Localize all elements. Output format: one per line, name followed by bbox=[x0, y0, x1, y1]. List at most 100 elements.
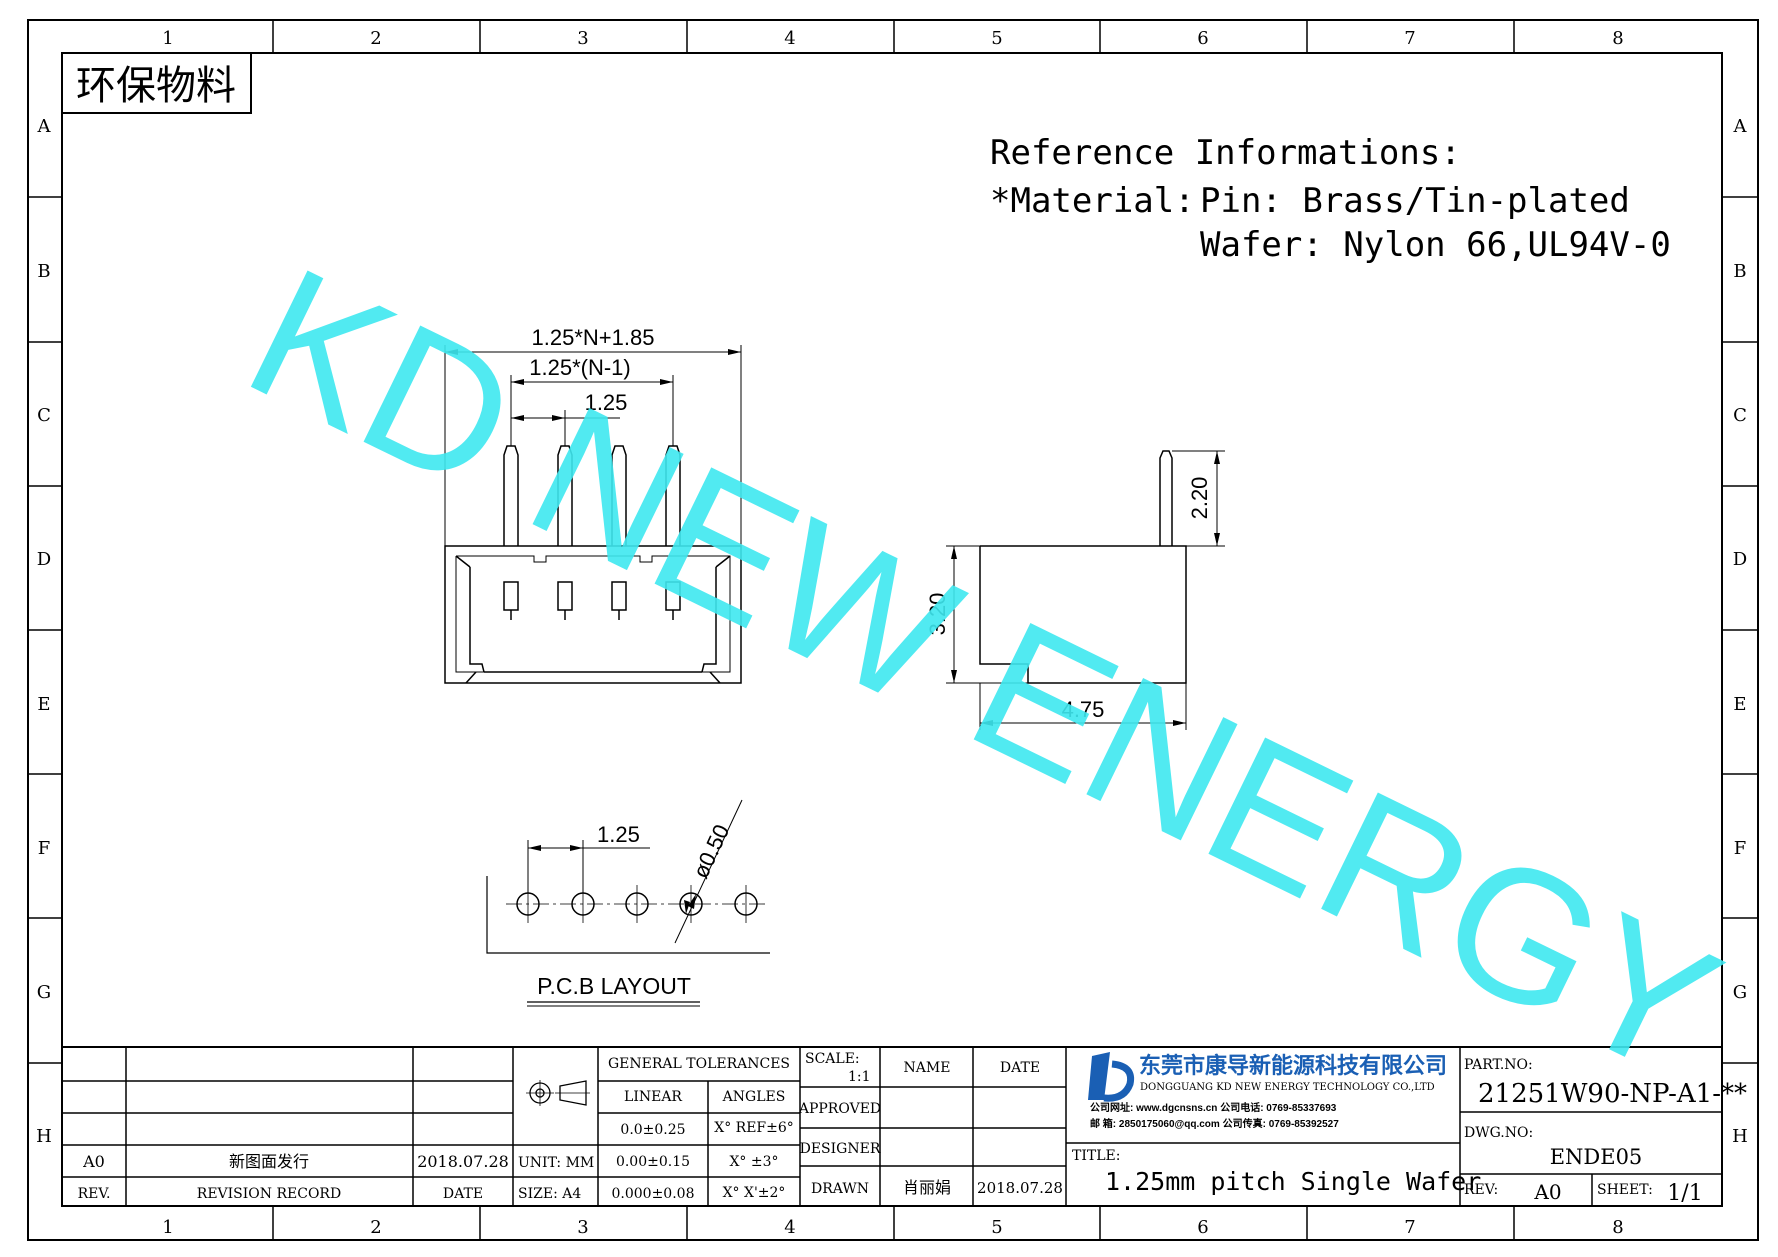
rev-label: REV: bbox=[1464, 1182, 1498, 1198]
zone-col-7-bottom: 7 bbox=[1404, 1217, 1415, 1238]
tol-angle-1: X° REF±6° bbox=[714, 1120, 794, 1136]
company-info: 东莞市康导新能源科技有限公司 DONGGUANG KD NEW ENERGY T… bbox=[1090, 1053, 1447, 1130]
zone-row-a-right: A bbox=[1733, 116, 1748, 137]
zone-dividers bbox=[28, 20, 1758, 1240]
rev-date: 2018.07.28 bbox=[417, 1152, 509, 1171]
zone-row-b: B bbox=[37, 261, 50, 282]
zone-col-4: 4 bbox=[784, 28, 795, 49]
company-name-en: DONGGUANG KD NEW ENERGY TECHNOLOGY CO.,L… bbox=[1140, 1082, 1435, 1093]
pcb-dims: 1.25 ø0.50 bbox=[597, 821, 734, 883]
drawn-name: 肖丽娟 bbox=[903, 1178, 951, 1197]
approvals: SCALE: 1:1 NAME DATE APPROVED DESIGNER D… bbox=[798, 1051, 1063, 1197]
zone-row-c-right: C bbox=[1733, 405, 1747, 426]
linear-header: LINEAR bbox=[624, 1089, 682, 1105]
title-block-grid bbox=[62, 1046, 1722, 1206]
size-label: SIZE: A4 bbox=[518, 1186, 581, 1202]
side-pin bbox=[1159, 450, 1173, 546]
revision-table: A0 新图面发行 2018.07.28 REV. REVISION RECORD… bbox=[78, 1152, 509, 1202]
dim-body-height: 3.20 bbox=[925, 593, 950, 636]
zone-labels: 1 2 3 4 5 6 7 8 1 2 3 4 5 6 7 8 A B C D … bbox=[36, 28, 1748, 1238]
name-header: NAME bbox=[904, 1060, 951, 1076]
zone-row-f-right: F bbox=[1734, 838, 1747, 859]
zone-col-3: 3 bbox=[577, 28, 588, 49]
approved-label: APPROVED bbox=[798, 1101, 881, 1117]
rev-date-header: DATE bbox=[443, 1186, 483, 1202]
zone-row-e: E bbox=[37, 694, 50, 715]
zone-row-a: A bbox=[37, 116, 52, 137]
front-housing bbox=[444, 545, 742, 684]
zone-row-c: C bbox=[37, 405, 51, 426]
zone-row-f: F bbox=[38, 838, 51, 859]
zone-row-g-right: G bbox=[1733, 982, 1747, 1003]
zone-col-1: 1 bbox=[162, 28, 173, 49]
tol-angle-3: X° X'±2° bbox=[723, 1185, 786, 1201]
company-logo bbox=[1088, 1052, 1135, 1102]
material-label: *Material: bbox=[990, 181, 1195, 221]
drawn-label: DRAWN bbox=[811, 1181, 869, 1197]
eco-stamp: 环保物料 bbox=[76, 63, 236, 109]
tolerances: GENERAL TOLERANCES LINEAR ANGLES 0.0±0.2… bbox=[608, 1056, 794, 1202]
zone-row-d-right: D bbox=[1733, 549, 1747, 570]
dim-pitch-n1: 1.25*(N-1) bbox=[529, 355, 630, 380]
dwg-no-label: DWG.NO: bbox=[1464, 1125, 1533, 1141]
side-arrows bbox=[951, 451, 1220, 726]
dim-body-depth: 4.75 bbox=[1062, 697, 1105, 722]
zone-col-7: 7 bbox=[1404, 28, 1415, 49]
pcb-layout-label: P.C.B LAYOUT bbox=[537, 973, 691, 999]
scale-label: SCALE: bbox=[805, 1051, 860, 1067]
material-pin: Pin: Brass/Tin-plated bbox=[1200, 181, 1630, 221]
date-header: DATE bbox=[1000, 1060, 1040, 1076]
zone-col-2-bottom: 2 bbox=[370, 1217, 381, 1238]
rev-value: A0 bbox=[1533, 1180, 1561, 1204]
pcb-arrows bbox=[528, 845, 696, 914]
zone-col-4-bottom: 4 bbox=[784, 1217, 795, 1238]
dwg-no: ENDE05 bbox=[1550, 1145, 1643, 1169]
general-tolerances-header: GENERAL TOLERANCES bbox=[608, 1056, 790, 1072]
material-wafer: Wafer: Nylon 66,UL94V-0 bbox=[1200, 225, 1671, 265]
watermark: KD NEW ENERGY bbox=[219, 227, 1747, 1116]
zone-row-h: H bbox=[36, 1126, 52, 1147]
dim-pin-height: 2.20 bbox=[1187, 477, 1212, 520]
zone-row-g: G bbox=[37, 982, 51, 1003]
zone-col-3-bottom: 3 bbox=[577, 1217, 588, 1238]
company-mail: 邮 箱: 2850175060@qq.com 公司传真: 0769-853925… bbox=[1090, 1117, 1339, 1130]
scale-value: 1:1 bbox=[848, 1069, 871, 1085]
reference-heading: Reference Informations: bbox=[990, 133, 1461, 173]
company-web: 公司网址: www.dgcnsns.cn 公司电话: 0769-85337693 bbox=[1090, 1101, 1337, 1114]
drawn-date: 2018.07.28 bbox=[977, 1179, 1063, 1197]
zone-row-h-right: H bbox=[1732, 1126, 1748, 1147]
zone-row-d: D bbox=[37, 549, 51, 570]
tol-linear-2: 0.00±0.15 bbox=[616, 1154, 690, 1170]
zone-col-6-bottom: 6 bbox=[1197, 1217, 1208, 1238]
title-label: TITLE: bbox=[1072, 1148, 1120, 1164]
front-dims: 1.25*N+1.85 1.25*(N-1) 1.25 bbox=[529, 325, 654, 415]
reference-info: Reference Informations: *Material: Pin: … bbox=[990, 133, 1671, 265]
unit-label: UNIT: MM bbox=[518, 1155, 594, 1171]
rev-header: REV. bbox=[78, 1186, 111, 1202]
zone-col-5-bottom: 5 bbox=[991, 1217, 1002, 1238]
zone-row-e-right: E bbox=[1733, 694, 1746, 715]
front-view bbox=[444, 345, 742, 684]
part-no-label: PART.NO: bbox=[1464, 1057, 1533, 1073]
dim-overall: 1.25*N+1.85 bbox=[532, 325, 655, 350]
designer-label: DESIGNER bbox=[800, 1141, 881, 1157]
zone-row-b-right: B bbox=[1733, 261, 1746, 282]
part-no: 21251W90-NP-A1-** bbox=[1478, 1079, 1747, 1109]
tol-linear-1: 0.0±0.25 bbox=[620, 1122, 685, 1138]
dim-pitch: 1.25 bbox=[585, 390, 628, 415]
zone-col-8-bottom: 8 bbox=[1612, 1217, 1623, 1238]
dim-pcb-pitch: 1.25 bbox=[597, 822, 640, 847]
zone-col-1-bottom: 1 bbox=[162, 1217, 173, 1238]
zone-col-2: 2 bbox=[370, 28, 381, 49]
revision-record-header: REVISION RECORD bbox=[197, 1186, 341, 1202]
drawing-title: 1.25mm pitch Single Wafer bbox=[1105, 1167, 1481, 1196]
side-view bbox=[946, 450, 1225, 730]
sheet-label: SHEET: bbox=[1597, 1182, 1653, 1198]
unit-size: UNIT: MM SIZE: A4 bbox=[518, 1155, 594, 1202]
eco-stamp-box bbox=[61, 52, 252, 114]
tol-angle-2: X° ±3° bbox=[729, 1154, 778, 1170]
sheet-value: 1/1 bbox=[1667, 1181, 1702, 1206]
dim-hole-dia: ø0.50 bbox=[688, 821, 734, 883]
zone-col-8: 8 bbox=[1612, 28, 1623, 49]
